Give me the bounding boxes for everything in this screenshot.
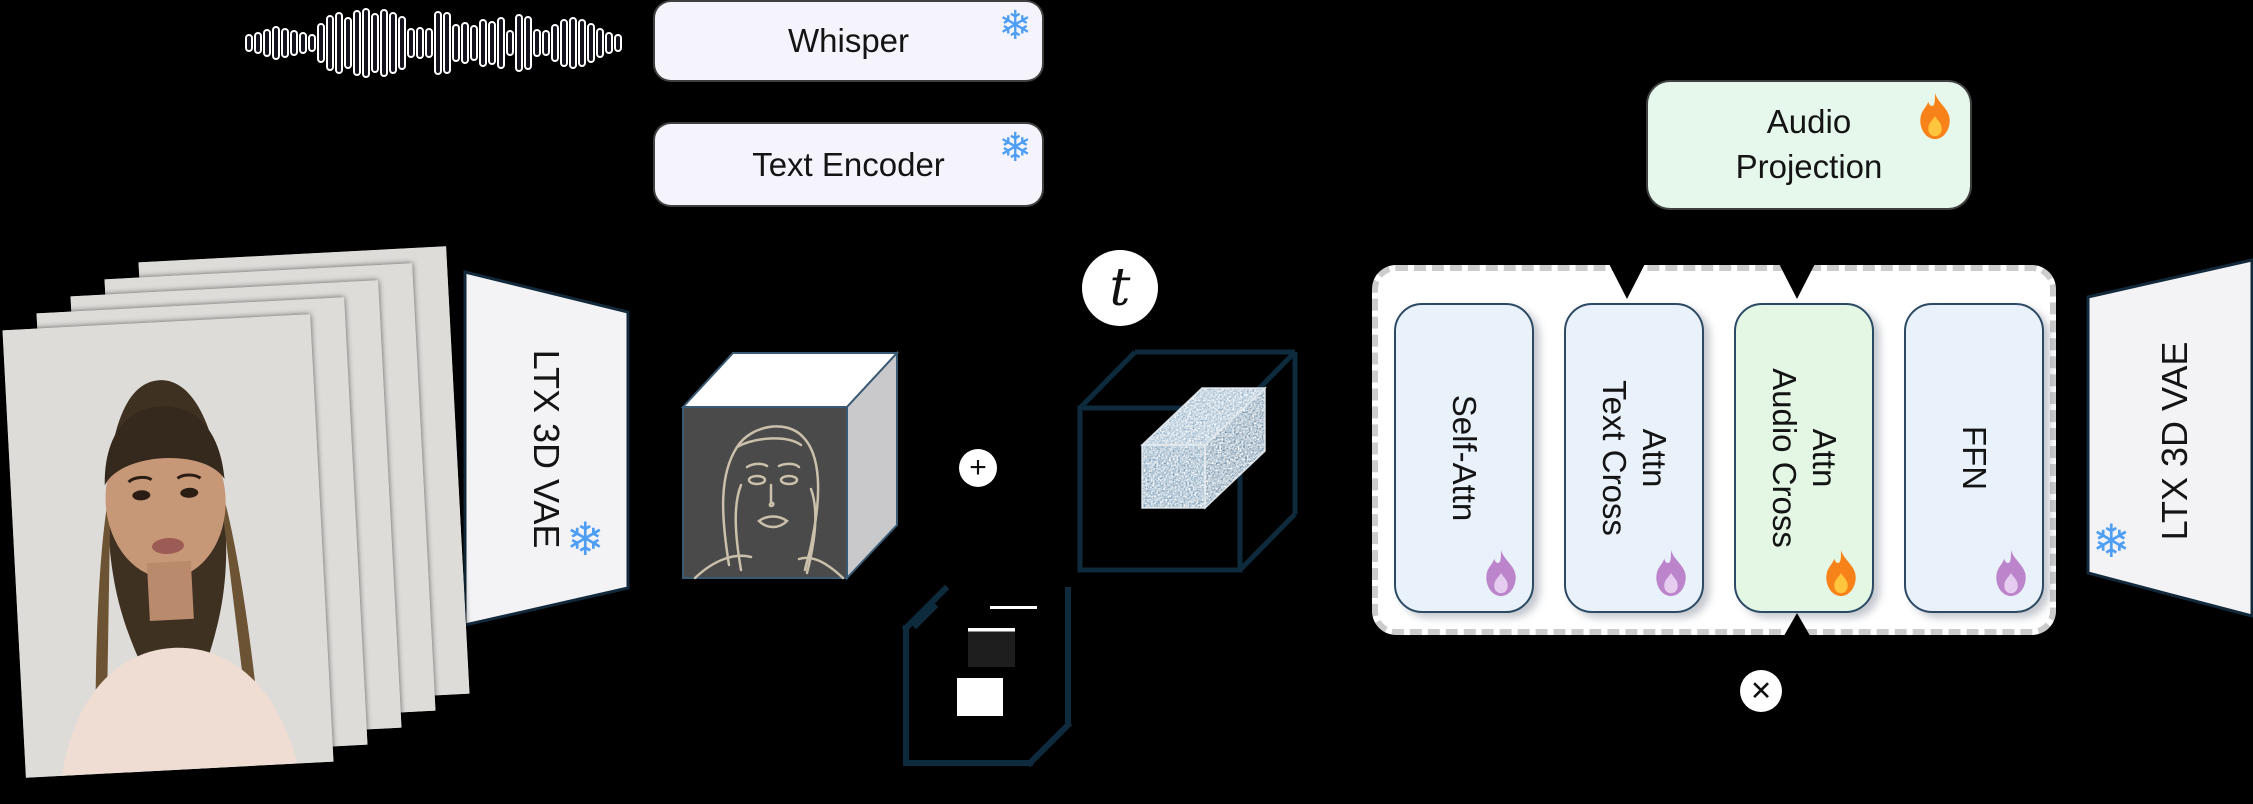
pill-self-attn: Self-Attn <box>1394 303 1534 613</box>
pill-label: Text Cross <box>1596 380 1633 536</box>
waveform-bar <box>308 34 316 52</box>
waveform-bar <box>434 11 442 75</box>
waveform-bar <box>542 30 550 56</box>
waveform-bar <box>290 30 298 56</box>
vae-decoder-shape <box>2086 258 2253 618</box>
mask-one-block <box>957 678 1003 716</box>
waveform-bar <box>326 15 334 71</box>
arrowhead-from-audio-path <box>1773 613 1821 655</box>
vae-encoder-shape <box>463 270 630 627</box>
waveform-bar <box>596 28 604 58</box>
snowflake-icon: ❄ <box>998 126 1032 170</box>
waveform-bar <box>479 19 487 67</box>
waveform-bar <box>569 17 577 69</box>
waveform-bar <box>416 27 424 59</box>
multiply-operator: ✕ <box>1740 670 1782 712</box>
waveform-bar <box>389 12 397 74</box>
conditioning-mask-cube <box>901 584 1073 768</box>
plus-icon: + <box>969 451 987 484</box>
flame-icon <box>1486 550 1516 597</box>
waveform-bar <box>371 13 379 73</box>
waveform-bar <box>443 12 451 74</box>
snowflake-icon: ❄ <box>998 4 1032 48</box>
waveform-bar <box>317 23 325 63</box>
waveform-bar <box>254 32 262 54</box>
audio-projection-line1: Audio <box>1766 103 1852 141</box>
waveform-bar <box>245 34 253 52</box>
snowflake-icon: ❄ <box>2092 515 2131 567</box>
waveform-bar <box>362 8 370 78</box>
flame-icon <box>1996 550 2026 597</box>
waveform-bar <box>407 28 415 58</box>
text-encoder-label: Text Encoder <box>752 145 945 183</box>
waveform-bar <box>614 34 622 52</box>
waveform-bar <box>560 19 568 67</box>
waveform-bar <box>425 28 433 58</box>
timestep-badge: t <box>1082 250 1158 326</box>
pill-label: FFN <box>1955 425 1993 491</box>
waveform-bar <box>335 12 343 74</box>
mask-zero-block <box>968 628 1015 667</box>
waveform-bar <box>380 9 388 77</box>
waveform-bar <box>587 23 595 63</box>
waveform-bar <box>533 29 541 57</box>
audio-waveform-icon <box>245 6 633 80</box>
waveform-bar <box>461 22 469 64</box>
waveform-bar <box>353 10 361 76</box>
sketch-face <box>682 406 848 580</box>
whisper-label: Whisper <box>787 22 910 59</box>
vae-decoder-label: LTX 3D VAE <box>2154 341 2195 541</box>
video-frame <box>2 314 334 778</box>
mask-frame-line <box>990 606 1037 609</box>
waveform-bar <box>344 17 352 69</box>
waveform-bar <box>452 24 460 62</box>
audio-projection-line2: Projection <box>1735 148 1883 185</box>
multiply-icon: ✕ <box>1749 675 1773 706</box>
waveform-bar <box>398 16 406 70</box>
waveform-bar <box>506 30 514 56</box>
waveform-bar <box>524 16 532 70</box>
reference-sketch-cube <box>680 350 900 581</box>
flame-icon <box>1656 550 1686 597</box>
waveform-bar <box>488 21 496 65</box>
waveform-bar <box>578 19 586 67</box>
noisy-latent-cube <box>1077 349 1298 573</box>
waveform-bar <box>605 32 613 54</box>
arrowhead-into-audio-cross-attn <box>1773 252 1821 299</box>
waveform-bar <box>281 28 289 58</box>
waveform-bar <box>551 24 559 62</box>
whisper-box: Whisper ❄ <box>655 2 1042 80</box>
pill-label: Self-Attn <box>1445 394 1483 522</box>
waveform-bar <box>272 26 280 60</box>
snowflake-icon: ❄ <box>566 513 605 565</box>
flame-icon <box>1826 550 1856 597</box>
vae-encoder-label: LTX 3D VAE <box>526 349 567 549</box>
arrowhead-into-text-cross-attn <box>1603 252 1651 299</box>
waveform-bar <box>497 17 505 69</box>
waveform-bar <box>263 29 271 57</box>
text-encoder-box: Text Encoder ❄ <box>655 124 1042 205</box>
pill-ffn: FFN <box>1904 303 2044 613</box>
add-operator: + <box>959 449 997 487</box>
waveform-bar <box>470 25 478 61</box>
waveform-bar <box>299 32 307 54</box>
waveform-bar <box>515 14 523 72</box>
audio-projection-box: Audio Projection <box>1648 82 1970 208</box>
timestep-symbol: t <box>1109 258 1131 318</box>
flame-icon <box>1920 93 1950 140</box>
pill-label: Audio Cross <box>1766 368 1803 548</box>
